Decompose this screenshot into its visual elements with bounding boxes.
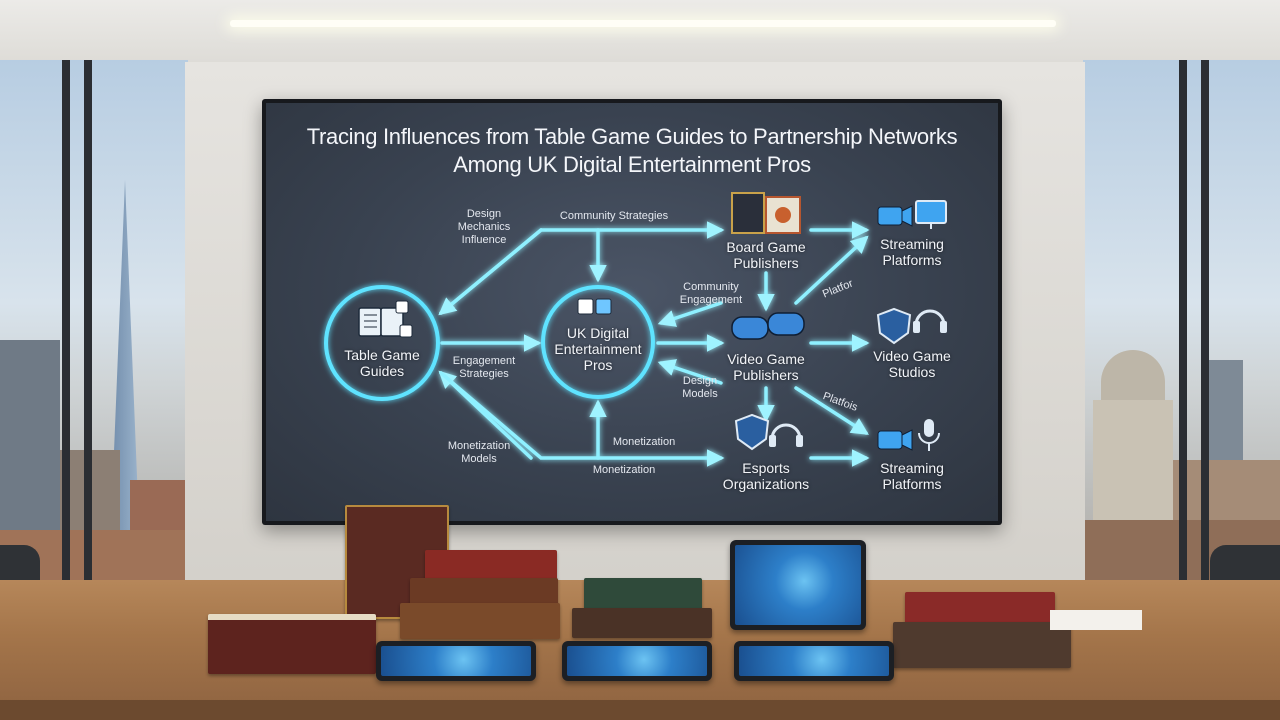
edge-label-text: Design Mechanics Influence bbox=[457, 208, 511, 246]
tablet-screen bbox=[381, 646, 531, 676]
flat-book bbox=[208, 614, 376, 674]
board-game-box-icon bbox=[731, 192, 801, 234]
flow-diagram bbox=[324, 192, 947, 467]
node-circle-guides bbox=[324, 285, 440, 401]
book-icon bbox=[358, 307, 404, 337]
node-board-game-publishers: Board Game Publishers bbox=[726, 239, 805, 271]
stacked-book bbox=[400, 603, 560, 639]
stacked-book bbox=[584, 578, 702, 610]
node-uk-pros: UK Digital Entertainment Pros bbox=[554, 325, 641, 373]
tablet-flat[interactable] bbox=[562, 641, 712, 681]
edge-label-text: Monetization bbox=[592, 464, 656, 476]
edge-label-text: Community Engagement bbox=[679, 281, 743, 306]
dice-icon bbox=[395, 300, 413, 338]
cathedral-dome bbox=[1101, 350, 1165, 400]
edge-label-text: Monetization bbox=[612, 436, 676, 448]
node-label-text: Table Game Guides bbox=[344, 347, 420, 379]
notebook bbox=[1050, 610, 1142, 630]
edge-platfor bbox=[794, 235, 869, 305]
diagram-canvas: Tracing Influences from Table Game Guide… bbox=[266, 103, 998, 521]
node-video-game-publishers: Video Game Publishers bbox=[727, 351, 805, 383]
node-esports-organizations: Esports Organizations bbox=[723, 460, 809, 492]
edge-label-engagement-strategies: Engagement Strategies bbox=[453, 355, 515, 381]
tablet-screen bbox=[735, 545, 861, 625]
window-mullion bbox=[62, 60, 70, 600]
edge-label-monetization-upper: Monetization bbox=[613, 436, 675, 449]
edge-label-text: Engagement Strategies bbox=[452, 355, 516, 380]
node-label-text: Video Game Publishers bbox=[727, 351, 805, 383]
edge-label-monetization-lower: Monetization bbox=[593, 464, 655, 477]
camera-icon bbox=[877, 429, 913, 451]
node-label-text: Esports Organizations bbox=[722, 460, 810, 492]
window-left bbox=[0, 60, 188, 600]
edge-label-community-engagement: Community Engagement bbox=[680, 281, 742, 307]
microphone-icon bbox=[918, 419, 940, 451]
window-mullion bbox=[1179, 60, 1187, 600]
gamepad-icon bbox=[731, 312, 805, 340]
stacked-book bbox=[893, 622, 1071, 668]
edge-platfois bbox=[794, 386, 869, 435]
edge-monetization-models bbox=[439, 371, 725, 467]
edge-label-community-strategies: Community Strategies bbox=[560, 210, 668, 223]
node-streaming-platforms-top: Streaming Platforms bbox=[880, 236, 944, 268]
node-label-text: Streaming Platforms bbox=[880, 460, 944, 492]
stacked-book bbox=[905, 592, 1055, 624]
tablet-upright[interactable] bbox=[730, 540, 866, 630]
node-label-text: Video Game Studios bbox=[873, 348, 951, 380]
node-table-game-guides: Table Game Guides bbox=[344, 347, 419, 379]
node-circle-pros bbox=[541, 285, 655, 399]
headset-icon bbox=[769, 423, 803, 447]
title-line-1: Tracing Influences from Table Game Guide… bbox=[306, 124, 958, 149]
node-video-game-studios: Video Game Studios bbox=[873, 348, 951, 380]
presentation-screen: Tracing Influences from Table Game Guide… bbox=[262, 99, 1002, 525]
edge-label-design-models: Design Models bbox=[682, 375, 717, 401]
stacked-book bbox=[572, 608, 712, 638]
edge-label-monetization-models: Monetization Models bbox=[448, 440, 510, 466]
edge-label-text: Monetization Models bbox=[447, 440, 511, 465]
edge-label-design-mechanics: Design Mechanics Influence bbox=[458, 208, 511, 247]
camera-icon bbox=[877, 205, 913, 227]
desk-edge bbox=[0, 700, 1280, 720]
tablet-screen bbox=[567, 646, 707, 676]
ceiling-light bbox=[230, 20, 1056, 27]
shield-icon bbox=[734, 413, 770, 451]
stacked-book bbox=[410, 578, 558, 606]
headset-icon bbox=[913, 309, 947, 333]
window-mullion bbox=[1201, 60, 1209, 600]
monitor-icon bbox=[915, 200, 947, 229]
edge-label-text: Design Models bbox=[682, 375, 718, 400]
window-mullion bbox=[84, 60, 92, 600]
edge-design-models bbox=[657, 359, 723, 385]
node-label-text: UK Digital Entertainment Pros bbox=[554, 325, 642, 373]
window-right bbox=[1083, 60, 1280, 600]
tablet-screen bbox=[739, 646, 889, 676]
dice-icon bbox=[577, 298, 612, 315]
node-streaming-platforms-bottom: Streaming Platforms bbox=[880, 460, 944, 492]
tablet-flat[interactable] bbox=[376, 641, 536, 681]
ceiling bbox=[0, 0, 1280, 70]
stacked-book bbox=[425, 550, 557, 580]
shield-icon bbox=[876, 307, 912, 345]
edge-community-engagement bbox=[657, 301, 723, 327]
node-label-text: Streaming Platforms bbox=[880, 236, 944, 268]
tablet-flat[interactable] bbox=[734, 641, 894, 681]
edge-label-text: Community Strategies bbox=[559, 210, 669, 222]
diagram-title: Tracing Influences from Table Game Guide… bbox=[266, 123, 998, 179]
node-label-text: Board Game Publishers bbox=[726, 239, 806, 271]
edge-design-mechanics bbox=[438, 228, 543, 316]
title-line-2: Among UK Digital Entertainment Pros bbox=[453, 152, 811, 177]
